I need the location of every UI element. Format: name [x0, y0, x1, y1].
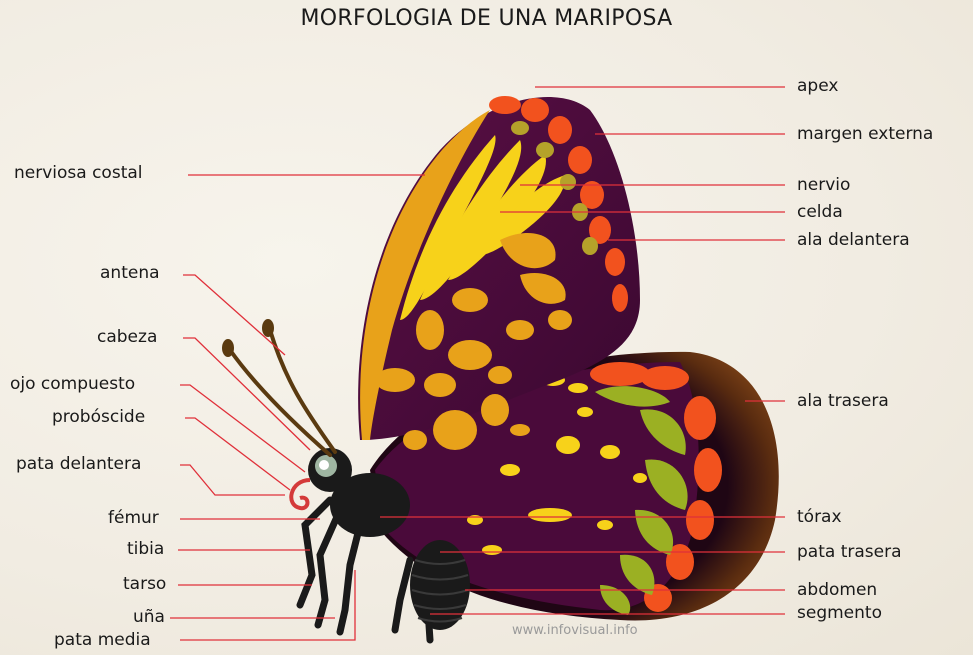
label-femur: fémur [108, 508, 159, 528]
label-una: uña [133, 607, 165, 627]
label-cabeza: cabeza [97, 327, 157, 347]
label-ojo-compuesto: ojo compuesto [10, 374, 135, 394]
label-pata-media: pata media [54, 630, 151, 650]
label-pata-delantera: pata delantera [16, 454, 141, 474]
label-nerviosa-costal: nerviosa costal [14, 163, 143, 183]
label-ala-delantera: ala delantera [797, 230, 910, 250]
label-segmento: segmento [797, 603, 882, 623]
abdomen [410, 540, 470, 630]
label-pata-trasera: pata trasera [797, 542, 902, 562]
label-nervio: nervio [797, 175, 850, 195]
label-abdomen: abdomen [797, 580, 877, 600]
label-tarso: tarso [123, 574, 166, 594]
label-proboscide: probóscide [52, 407, 145, 427]
label-torax: tórax [797, 507, 842, 527]
label-apex: apex [797, 76, 838, 96]
label-antena: antena [100, 263, 160, 283]
antennae [230, 330, 335, 455]
label-margen-externa: margen externa [797, 124, 933, 144]
label-celda: celda [797, 202, 843, 222]
label-ala-trasera: ala trasera [797, 391, 889, 411]
label-tibia: tibia [127, 539, 164, 559]
credit-watermark: www.infovisual.info [512, 623, 638, 638]
